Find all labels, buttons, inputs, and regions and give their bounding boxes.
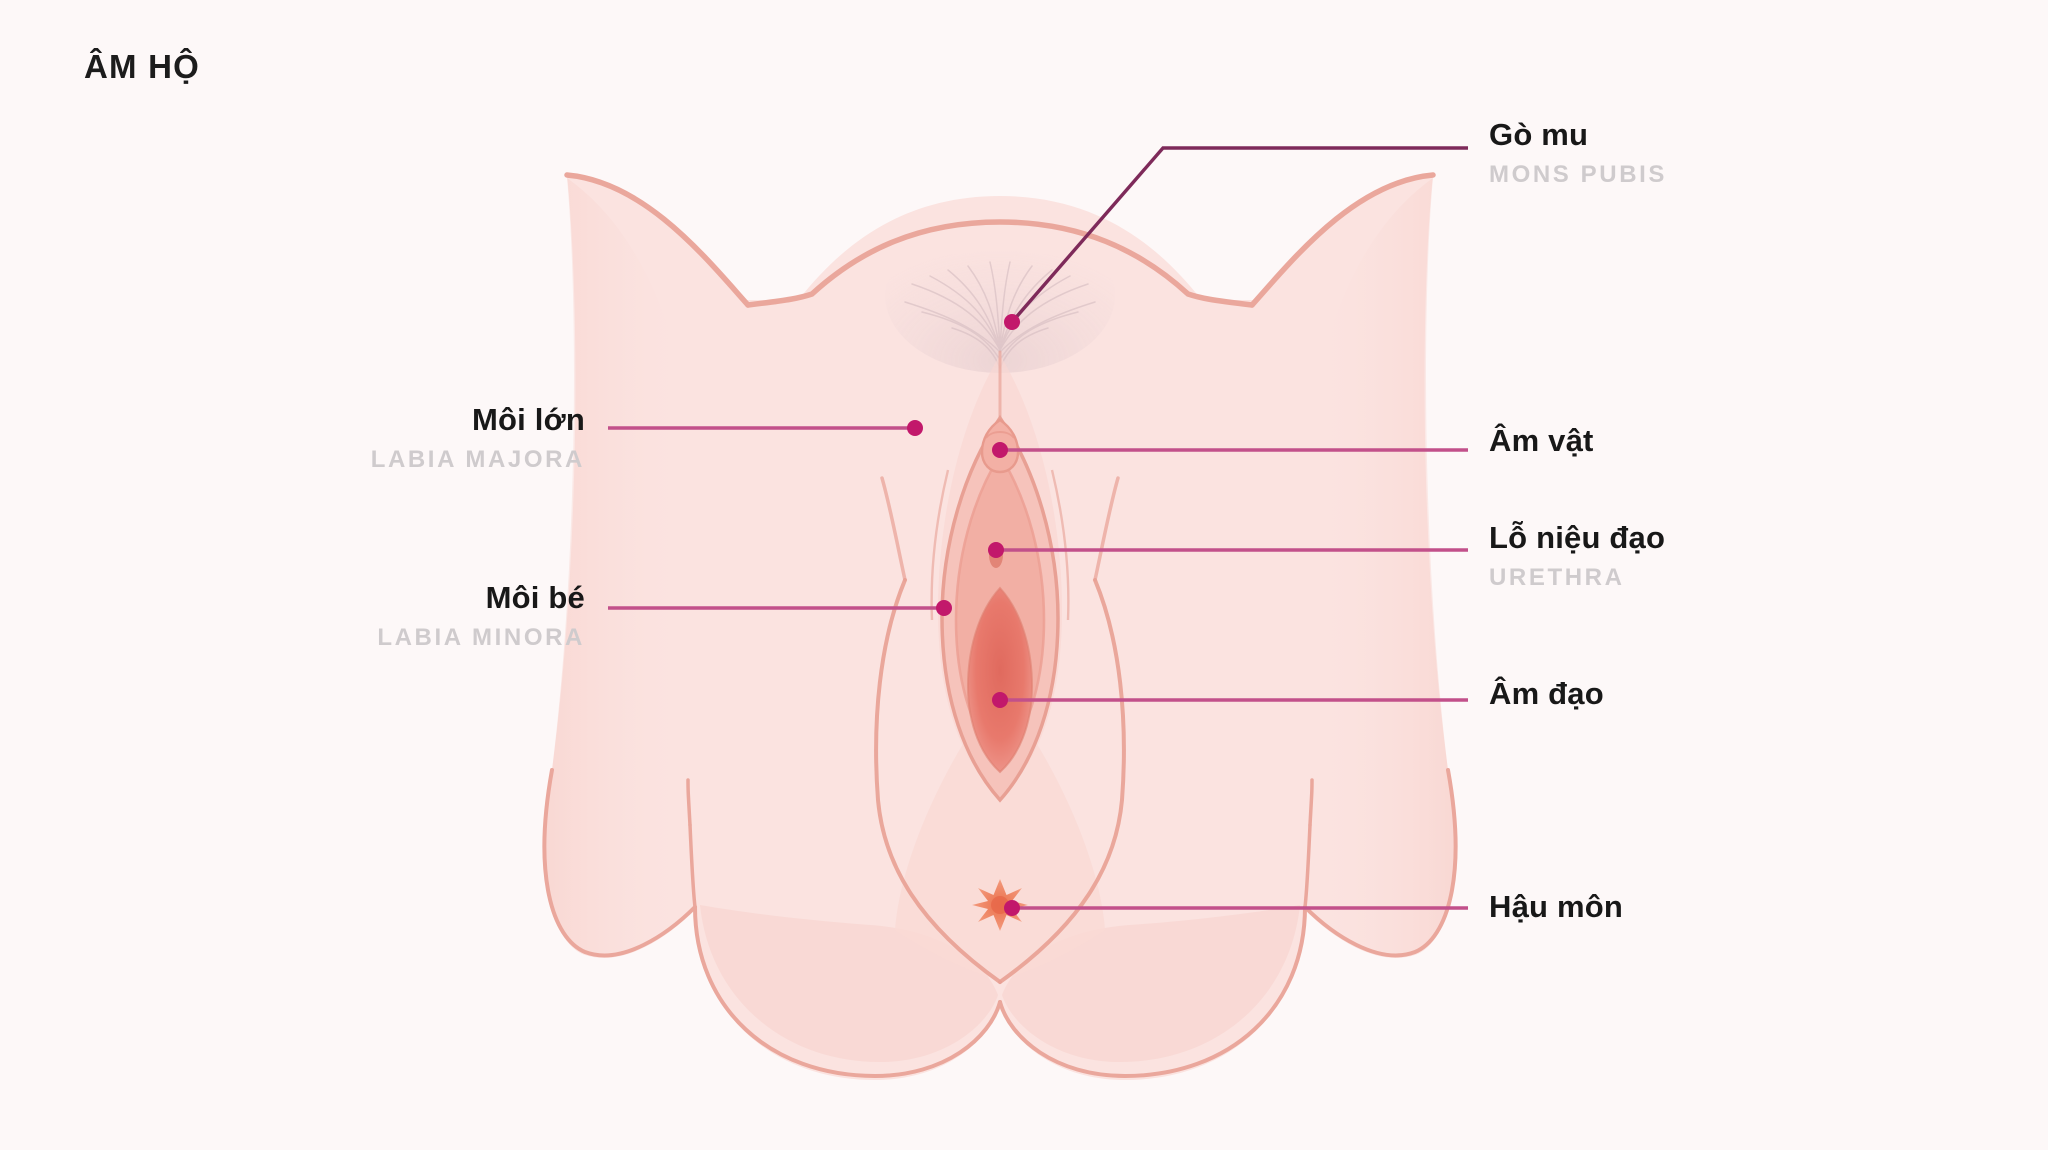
label-labia-minora-vi: Môi bé [485,580,585,615]
leader-line-urethra [988,542,1468,558]
label-urethra-vi: Lỗ niệu đạo [1489,520,1666,555]
leader-line-vagina [992,692,1468,708]
label-mons-pubis-vi: Gò mu [1489,117,1589,152]
leader-line-labia-minora [608,600,952,616]
label-labia-majora: Môi lớn LABIA MAJORA [185,402,585,478]
label-clitoris: Âm vật [1489,423,1594,459]
label-labia-majora-en: LABIA MAJORA [370,445,585,473]
label-mons-pubis: Gò mu MONS PUBIS [1489,117,1668,193]
label-labia-minora: Môi bé LABIA MINORA [185,580,585,656]
leader-line-anus [1004,900,1468,916]
leader-line-clitoris [992,442,1468,458]
vaginal-opening [966,586,1034,774]
label-urethra: Lỗ niệu đạo URETHRA [1489,520,1666,596]
label-labia-minora-en: LABIA MINORA [377,623,585,651]
label-anus-vi: Hậu môn [1489,889,1624,924]
label-mons-pubis-en: MONS PUBIS [1489,160,1668,188]
pubic-hair-texture [885,217,1115,373]
leader-line-labia-majora [608,420,923,436]
label-labia-majora-vi: Môi lớn [472,402,585,437]
leader-line-mons-pubis [1004,146,1468,330]
label-urethra-en: URETHRA [1489,563,1625,591]
label-anus: Hậu môn [1489,889,1624,925]
label-clitoris-vi: Âm vật [1489,423,1594,458]
label-vagina-vi: Âm đạo [1489,676,1604,711]
page-title: ÂM HỘ [84,48,200,85]
label-vagina: Âm đạo [1489,676,1604,712]
